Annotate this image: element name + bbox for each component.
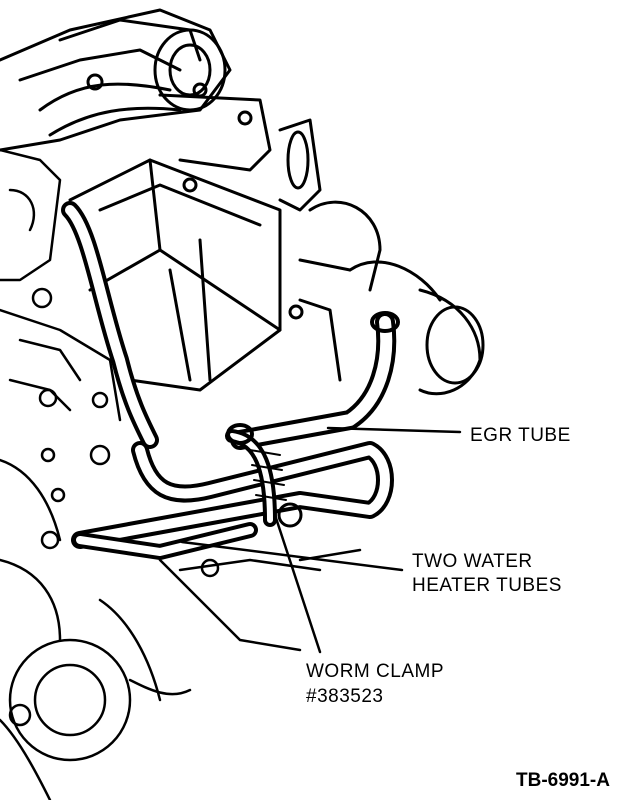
air-intake-duct xyxy=(0,8,272,172)
worm-clamp-leader xyxy=(273,513,322,654)
worm-clamp-label-line1: WORM CLAMP xyxy=(306,661,444,682)
egr-tube-label: EGR TUBE xyxy=(470,425,571,446)
figure-id: TB-6991-A xyxy=(516,770,610,791)
cylinder-head-block xyxy=(68,118,322,392)
egr-tube-leader xyxy=(326,426,462,434)
engine-left-side xyxy=(0,148,132,800)
egr-tube xyxy=(61,201,159,449)
water-outlet-housing xyxy=(288,200,485,396)
water-heater-tubes-label-line2: HEATER TUBES xyxy=(412,575,562,596)
water-heater-tubes xyxy=(71,441,394,560)
water-heater-tubes-leader xyxy=(180,540,404,572)
worm-clamp xyxy=(225,423,303,528)
water-heater-tubes-label-line1: TWO WATER xyxy=(412,551,533,572)
worm-clamp-label-line2: #383523 xyxy=(306,686,384,707)
upper-radiator-hose xyxy=(230,311,400,450)
